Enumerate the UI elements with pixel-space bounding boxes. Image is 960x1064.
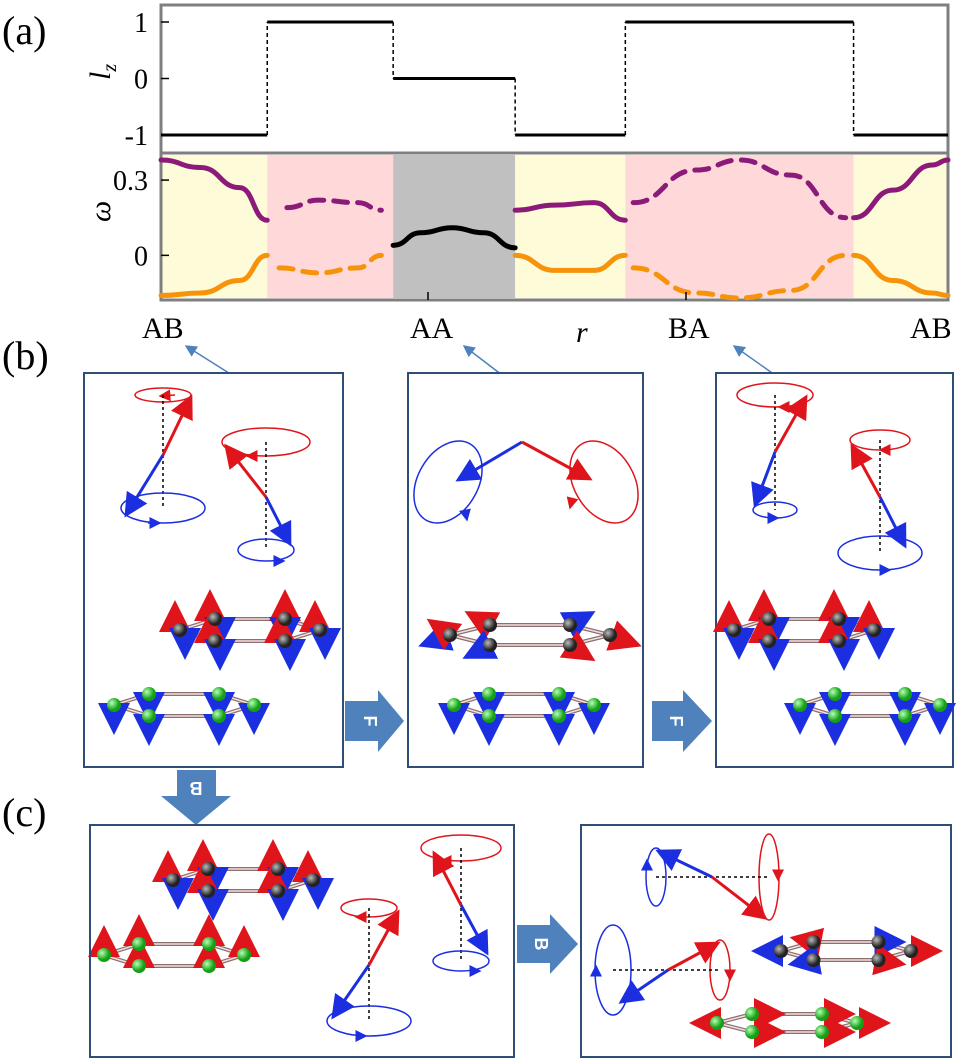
molecule-layer: [152, 839, 334, 921]
panel-label-c: (c): [2, 790, 46, 835]
panel-label-b: (b): [2, 333, 49, 378]
backward-arrow-right[interactable]: B: [517, 914, 578, 974]
lz-ylabel-main: l: [84, 72, 117, 80]
molecule-layer: [418, 611, 642, 662]
forward-arrow-1[interactable]: F: [345, 690, 404, 752]
molecule-layer: [438, 687, 610, 746]
omega-series-line: [630, 157, 849, 221]
omega-series-line: [512, 200, 628, 223]
molecule-layer: [784, 687, 956, 746]
backward-arrow-down[interactable]: B: [161, 770, 231, 825]
omega-series-line: [851, 252, 951, 298]
omega-ytick-label: 0.3: [113, 166, 148, 197]
rotation-diagram: [120, 387, 206, 529]
molecule-layer: [751, 926, 943, 976]
omega-ylabel: ω: [84, 201, 117, 222]
lz-plot: 1 0 -1 lz: [84, 3, 950, 155]
lz-step-line: [161, 20, 948, 137]
position-ab-left: AB: [142, 312, 184, 345]
omega-ytick-label: 0: [134, 241, 148, 272]
rotation-diagram: [221, 427, 311, 567]
rotation-diagram: [420, 834, 502, 977]
omega-region: [515, 155, 626, 298]
omega-region: [267, 155, 394, 298]
omega-series-line: [512, 252, 628, 273]
omega-series-line: [158, 157, 270, 223]
position-ba: BA: [668, 312, 710, 345]
rotation-diagram: [413, 440, 639, 524]
molecule-layers: [88, 589, 956, 1048]
panel-label-a: (a): [2, 8, 46, 53]
rotation-diagram: [326, 898, 412, 1042]
pointer-arrow-aa: [462, 345, 503, 376]
mode-box-c-left: [89, 824, 515, 1058]
omega-series-line: [276, 252, 384, 276]
mode-box-aa: [407, 372, 644, 768]
lz-ytick-label: 0: [134, 65, 148, 96]
x-axis-label-r: r: [576, 316, 588, 349]
backward-arrow-label: B: [190, 778, 203, 798]
lz-ylabel-sub: z: [99, 64, 121, 73]
omega-curves: [158, 157, 951, 301]
lz-ylabel: lz: [84, 64, 121, 80]
molecule-layer: [713, 589, 895, 671]
omega-region: [161, 155, 268, 298]
forward-arrow-label: F: [666, 716, 686, 727]
molecule-layer: [98, 687, 270, 746]
omega-plot-frame: [159, 151, 950, 302]
rotation-diagram: [837, 429, 923, 576]
molecule-layer: [88, 914, 260, 973]
molecule-layer: [159, 589, 341, 671]
rotation-diagram: [736, 382, 814, 524]
position-aa: AA: [410, 312, 454, 345]
backward-arrow-label: B: [531, 938, 551, 951]
omega-regions: [161, 155, 948, 298]
omega-series-line: [390, 225, 518, 251]
omega-series-line: [284, 197, 384, 213]
lz-plot-frame: [159, 3, 950, 155]
rotation-diagram: [590, 924, 736, 1016]
molecule-layer: [689, 998, 891, 1048]
omega-plot: 0.3 0 ω: [84, 151, 951, 302]
rotation-diagram: [641, 833, 784, 921]
mode-box-c-right: [580, 824, 952, 1058]
forward-arrow-label: F: [360, 716, 380, 727]
lz-ytick-label: 1: [134, 8, 148, 39]
pointer-arrow-ab: [184, 345, 233, 376]
omega-series-line: [630, 252, 849, 301]
lz-ytick-label: -1: [125, 121, 148, 152]
forward-arrow-2[interactable]: F: [652, 690, 712, 752]
omega-series-line: [158, 252, 270, 298]
omega-series-line: [851, 157, 951, 221]
omega-region: [853, 155, 948, 298]
pointer-arrow-ba: [732, 345, 776, 376]
position-ab-right: AB: [910, 312, 952, 345]
